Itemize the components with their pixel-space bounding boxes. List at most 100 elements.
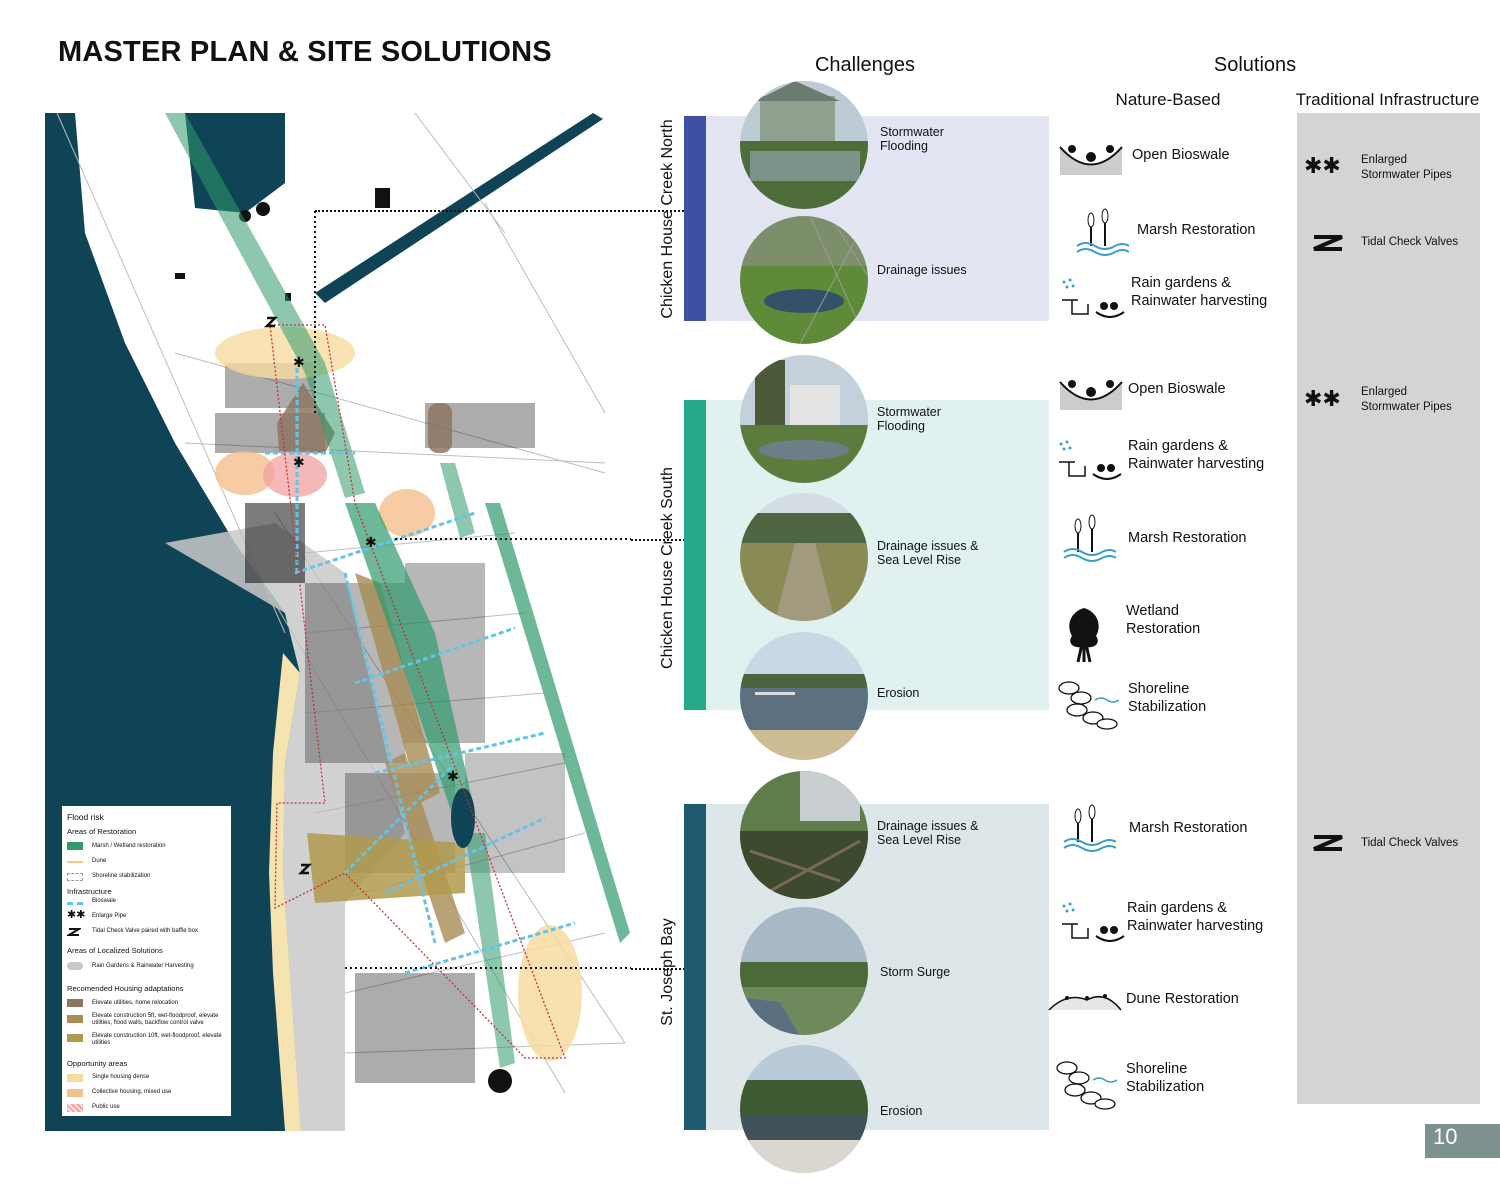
traditional-column bbox=[1297, 113, 1480, 1104]
enlarge-pipe-markers: ✱ ✱ ✱ ✱ bbox=[293, 354, 459, 784]
opportunity-area-public bbox=[263, 453, 327, 497]
solution-label-south-wetland: Wetland Restoration bbox=[1126, 603, 1201, 637]
bioswale-icon-south bbox=[1059, 380, 1123, 410]
legend-opp-2-swatch bbox=[67, 1089, 83, 1097]
legend-restoration-heading: Areas of Restoration bbox=[67, 827, 137, 836]
section-stripe-bay bbox=[684, 804, 706, 1130]
enlarged-pipe-icon: ✱✱ bbox=[1304, 153, 1341, 178]
rain-garden-icon-south bbox=[1059, 440, 1122, 480]
legend-housing-1-swatch bbox=[67, 999, 83, 1007]
solution-label-south-bioswale: Open Bioswale bbox=[1128, 381, 1226, 397]
dune-icon bbox=[1048, 994, 1122, 1011]
svg-text:✱: ✱ bbox=[293, 354, 305, 370]
cypress-tree-icon bbox=[1069, 608, 1099, 663]
solution-label-bay-raingarden: Rain gardens & Rainwater harvesting bbox=[1127, 900, 1264, 934]
legend-bioswale-swatch bbox=[67, 902, 83, 905]
svg-text:✱: ✱ bbox=[447, 768, 459, 784]
legend-bioswale-label: Bioswale bbox=[92, 898, 117, 904]
legend-marsh-label: Marsh / Wetland restoration bbox=[92, 843, 166, 849]
trad-label-north-pipes: Enlarged Stormwater Pipes bbox=[1361, 154, 1452, 181]
legend-dune-label: Dune bbox=[92, 858, 107, 864]
legend-opp-3-label: Public use bbox=[92, 1104, 120, 1110]
bioswale-network bbox=[265, 368, 576, 975]
challenge-label-bay-3: Erosion bbox=[880, 1104, 923, 1118]
section-label-north: Chicken House Creek North bbox=[659, 119, 676, 319]
legend-opp-2-label: Collective housing, mixed use bbox=[92, 1089, 172, 1095]
legend-raingarden-swatch bbox=[67, 962, 83, 970]
rain-garden-icon bbox=[1062, 278, 1125, 318]
housing-zone-10ft bbox=[307, 833, 465, 903]
solution-label-south-raingarden: Rain gardens & Rainwater harvesting bbox=[1128, 438, 1265, 472]
solution-label-bay-marsh: Marsh Restoration bbox=[1129, 820, 1248, 836]
section-label-south: Chicken House Creek South bbox=[659, 467, 676, 669]
solution-label-north-marsh: Marsh Restoration bbox=[1137, 222, 1256, 238]
marsh-restoration-south bbox=[465, 833, 515, 1068]
legend-opp-1-label: Single housing dense bbox=[92, 1074, 150, 1080]
legend-shoreline-swatch bbox=[67, 873, 83, 881]
legend-localized-heading: Areas of Localized Solutions bbox=[67, 946, 163, 955]
trad-label-bay-valves: Tidal Check Valves bbox=[1361, 837, 1459, 849]
legend-housing-heading: Recomended Housing adaptations bbox=[67, 984, 184, 993]
challenge-label-south-3: Erosion bbox=[877, 686, 920, 700]
challenge-label-north-2: Drainage issues bbox=[877, 263, 967, 277]
legend-valve-icon bbox=[67, 928, 81, 936]
rain-garden-icon-bay bbox=[1062, 902, 1125, 942]
legend-marsh-swatch bbox=[67, 842, 83, 850]
legend-dune-swatch bbox=[67, 861, 83, 863]
challenge-label-north-1: Stormwater Flooding bbox=[880, 125, 944, 153]
svg-text:✱: ✱ bbox=[293, 454, 305, 470]
legend-shoreline-label: Shoreline stabilization bbox=[92, 873, 151, 879]
nature-based-header: Nature-Based bbox=[1115, 90, 1221, 109]
photo-drainage-slr-south bbox=[740, 493, 868, 621]
opportunity-area-single-south bbox=[518, 925, 582, 1061]
legend-opp-1-swatch bbox=[67, 1074, 83, 1082]
photo-stormwater-flooding-south bbox=[740, 355, 868, 483]
traditional-header: Traditional Infrastructure bbox=[1295, 90, 1480, 109]
solution-label-bay-shoreline: Shoreline Stabilization bbox=[1126, 1061, 1205, 1095]
challenge-label-south-2: Drainage issues & Sea Level Rise bbox=[877, 539, 979, 567]
solution-label-south-shoreline: Shoreline Stabilization bbox=[1128, 681, 1207, 715]
marsh-icon-south bbox=[1063, 514, 1116, 562]
section-stripe-north bbox=[684, 116, 706, 321]
solutions-header: Solutions bbox=[1213, 54, 1297, 76]
svg-text:✱: ✱ bbox=[365, 534, 377, 550]
enlarged-pipe-icon-south: ✱✱ bbox=[1304, 386, 1341, 411]
shoreline-icon-bay bbox=[1056, 1061, 1118, 1110]
housing-zone-relocation bbox=[277, 383, 335, 453]
trad-label-south-pipes: Enlarged Stormwater Pipes bbox=[1361, 386, 1452, 413]
legend-pipe-label: Enlarge Pipe bbox=[92, 913, 127, 919]
localized-area bbox=[165, 523, 405, 1131]
map-legend: Flood risk Areas of Restoration Marsh / … bbox=[62, 806, 231, 1116]
photo-storm-surge-bay bbox=[740, 907, 868, 1035]
canal-water bbox=[315, 113, 603, 303]
trad-label-north-valves: Tidal Check Valves bbox=[1361, 236, 1459, 248]
dune-strip bbox=[269, 653, 301, 1131]
opportunity-area-collective bbox=[215, 451, 275, 495]
marina-water bbox=[115, 503, 157, 535]
photo-erosion-bay bbox=[740, 1045, 868, 1173]
challenge-label-bay-1: Drainage issues & Sea Level Rise bbox=[877, 819, 979, 847]
tidal-valve-icon-bay bbox=[1313, 835, 1343, 851]
legend-opp-3-swatch bbox=[67, 1104, 83, 1112]
master-plan-map: ✱ ✱ ✱ ✱ bbox=[45, 113, 631, 1131]
tidal-valve-icon bbox=[1313, 235, 1343, 251]
housing-zone-5ft bbox=[355, 573, 440, 803]
photo-erosion-south bbox=[740, 632, 868, 760]
legend-housing-3-label: Elevate construction 10ft, wet-floodproo… bbox=[92, 1033, 222, 1046]
section-label-bay: St. Joseph Bay bbox=[659, 918, 676, 1026]
legend-housing-1-label: Elevate utilities, home relocation bbox=[92, 1000, 179, 1006]
marsh-icon-bay bbox=[1063, 804, 1116, 852]
solution-label-south-marsh: Marsh Restoration bbox=[1128, 530, 1247, 546]
legend-infrastructure-heading: Infrastructure bbox=[67, 887, 112, 896]
marsh-restoration-mid bbox=[440, 463, 475, 538]
solution-label-bay-dune: Dune Restoration bbox=[1126, 991, 1239, 1007]
legend-housing-2-label: Elevate construction 5ft, wet-floodproof… bbox=[92, 1013, 219, 1026]
legend-housing-2-swatch bbox=[67, 1015, 83, 1023]
legend-housing-3-swatch bbox=[67, 1034, 83, 1042]
legend-valve-label: Tidal Check Valve paired with baffle box bbox=[92, 928, 198, 934]
tidal-valve-markers bbox=[263, 316, 313, 875]
solution-label-north-bioswale: Open Bioswale bbox=[1132, 147, 1230, 163]
photo-drainage-north bbox=[740, 216, 868, 344]
study-area-boundary bbox=[269, 324, 566, 1059]
legend-title: Flood risk bbox=[67, 812, 104, 822]
